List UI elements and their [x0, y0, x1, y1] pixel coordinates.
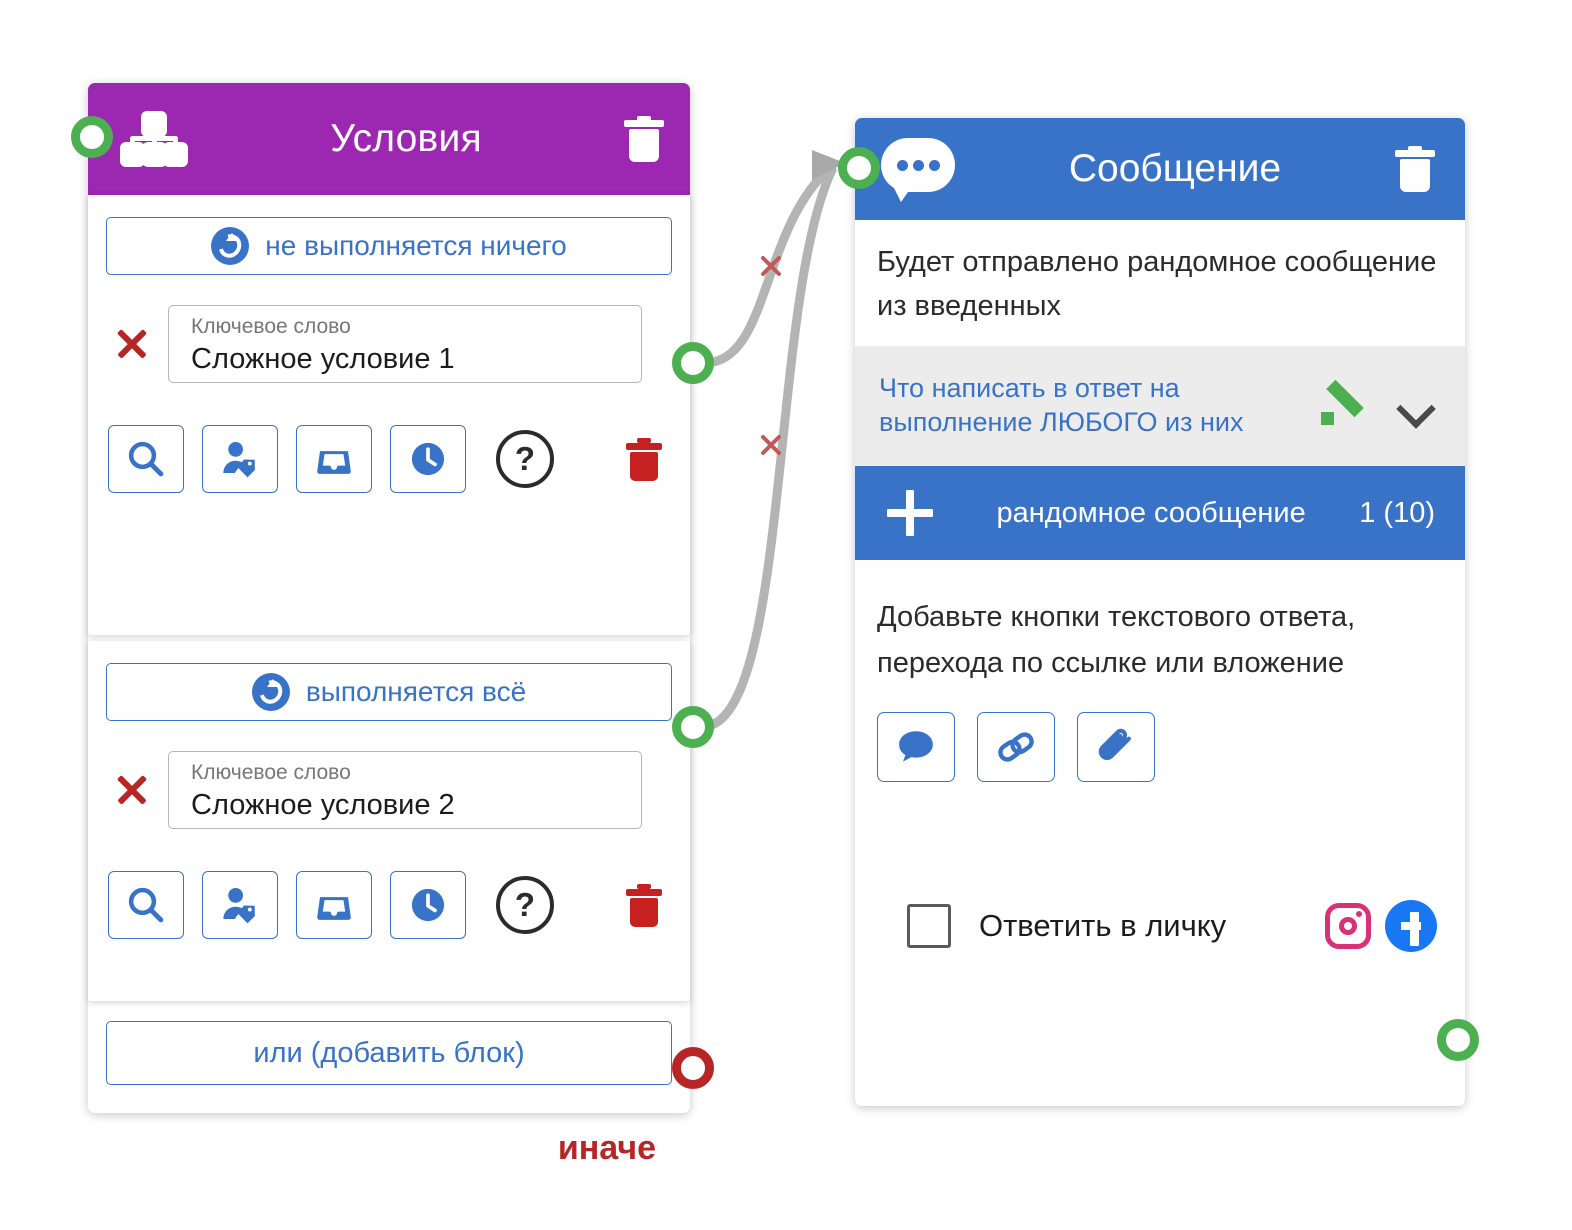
else-output-port[interactable] — [672, 1047, 714, 1089]
platform-icons — [1325, 900, 1437, 952]
conditions-card: Условия не выполняется ничего Ключевое с… — [88, 83, 690, 1167]
condition-mode-button[interactable]: выполняется всё — [106, 663, 672, 721]
link-button[interactable] — [977, 712, 1055, 782]
plus-icon[interactable] — [887, 490, 933, 536]
keyword-input-value: Сложное условие 2 — [191, 789, 455, 821]
message-card: Сообщение Будет отправлено рандомное соо… — [855, 118, 1465, 1106]
connector-delete-2[interactable] — [761, 435, 781, 455]
connector-path-2[interactable] — [699, 165, 837, 732]
keyword-input-label: Ключевое слово — [191, 761, 351, 784]
conditions-card-title: Условия — [330, 117, 482, 160]
facebook-icon — [1385, 900, 1437, 952]
condition-field-row: Ключевое слово Сложное условие 2 — [88, 721, 690, 829]
condition-tool-row: ? — [88, 383, 690, 493]
random-message-bar[interactable]: рандомное сообщение 1 (10) — [855, 466, 1465, 560]
conditions-delete-button[interactable] — [624, 116, 664, 162]
random-message-label: рандомное сообщение — [996, 496, 1306, 529]
clock-icon-button[interactable] — [390, 871, 466, 939]
message-delete-button[interactable] — [1395, 146, 1435, 192]
condition-block: выполняется всё Ключевое слово Сложное у… — [88, 641, 690, 1001]
add-block-button[interactable]: или (добавить блок) — [106, 1021, 672, 1085]
buttons-description: Добавьте кнопки текстового ответа, перех… — [877, 601, 1356, 679]
condition-block: не выполняется ничего Ключевое слово Сло… — [88, 195, 690, 635]
person-tag-icon-button[interactable] — [202, 871, 278, 939]
connector-path-1[interactable] — [699, 163, 835, 368]
instagram-icon — [1325, 903, 1371, 949]
else-label: иначе — [557, 1129, 656, 1167]
condition-2-output-port[interactable] — [672, 706, 714, 748]
condition-1-output-port[interactable] — [672, 342, 714, 384]
connector-delete-1[interactable] — [761, 256, 781, 276]
sitemap-icon — [120, 111, 188, 167]
else-row: иначе — [558, 1129, 656, 1168]
inbox-icon-button[interactable] — [296, 425, 372, 493]
keyword-input-label: Ключевое слово — [191, 315, 351, 338]
x-icon[interactable] — [110, 768, 154, 812]
keyword-input[interactable]: Ключевое слово Сложное условие 2 — [168, 751, 642, 829]
pencil-icon[interactable] — [1321, 379, 1367, 428]
condition-field-row: Ключевое слово Сложное условие 1 — [88, 275, 690, 383]
private-reply-checkbox[interactable] — [907, 904, 951, 948]
message-description: Будет отправлено рандомное сообщение из … — [855, 220, 1465, 346]
add-block-label: или (добавить блок) — [253, 1036, 525, 1069]
chat-bubble-icon — [881, 138, 955, 202]
condition-delete-button[interactable] — [626, 883, 662, 927]
search-icon-button[interactable] — [108, 425, 184, 493]
chevron-down-icon[interactable] — [1395, 385, 1435, 425]
private-reply-label: Ответить в личку — [979, 908, 1227, 943]
condition-tool-row: ? — [88, 829, 690, 939]
inbox-icon-button[interactable] — [296, 871, 372, 939]
keyword-input-value: Сложное условие 1 — [191, 343, 455, 375]
condition-mode-label: выполняется всё — [305, 676, 527, 707]
message-output-port[interactable] — [1437, 1019, 1479, 1061]
help-icon[interactable]: ? — [496, 876, 554, 934]
search-icon-button[interactable] — [108, 871, 184, 939]
private-reply-row: Ответить в личку — [855, 782, 1465, 952]
random-message-count: 1 (10) — [1359, 496, 1435, 529]
keyword-input[interactable]: Ключевое слово Сложное условие 1 — [168, 305, 642, 383]
attachment-button-row — [855, 686, 1465, 782]
condition-mode-label: не выполняется ничего — [265, 230, 567, 261]
conditions-card-header: Условия — [88, 83, 690, 195]
text-reply-button[interactable] — [877, 712, 955, 782]
message-card-title: Сообщение — [1068, 147, 1282, 190]
attachment-button[interactable] — [1077, 712, 1155, 782]
message-card-header: Сообщение — [855, 118, 1465, 220]
conditions-input-port[interactable] — [71, 116, 113, 158]
answer-row[interactable]: Что написать в ответ на выполнение ЛЮБОГ… — [855, 346, 1465, 466]
sync-icon — [211, 227, 250, 265]
message-input-port[interactable] — [838, 147, 880, 189]
answer-row-text: Что написать в ответ на выполнение ЛЮБОГ… — [879, 373, 1244, 437]
clock-icon-button[interactable] — [390, 425, 466, 493]
person-tag-icon-button[interactable] — [202, 425, 278, 493]
condition-mode-button[interactable]: не выполняется ничего — [106, 217, 672, 275]
condition-delete-button[interactable] — [626, 437, 662, 481]
x-icon[interactable] — [110, 322, 154, 366]
help-icon[interactable]: ? — [496, 430, 554, 488]
sync-icon — [251, 673, 290, 711]
